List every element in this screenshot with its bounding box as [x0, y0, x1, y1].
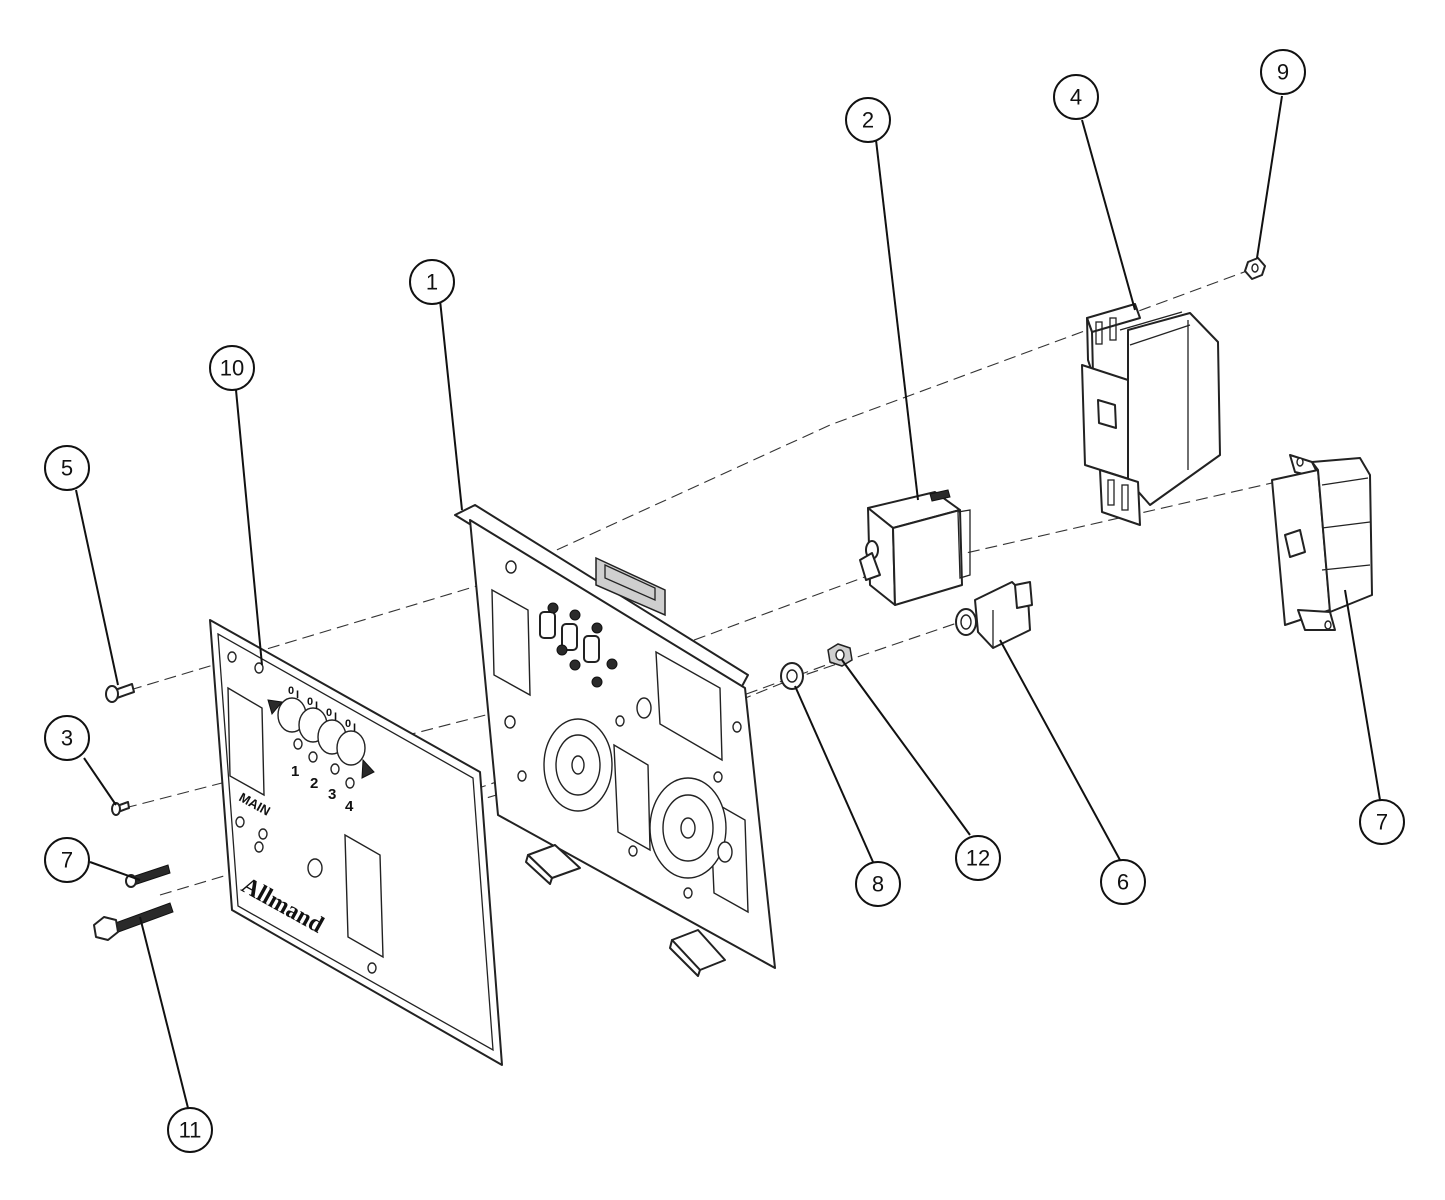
callout-4-label: 4 [1070, 85, 1082, 110]
callout-3-label: 3 [61, 726, 73, 751]
switch-on-label-2: I [315, 700, 318, 712]
knurled-nut-part-8 [780, 662, 804, 690]
callout-2: 2 [845, 97, 891, 143]
callout-7-left-label: 7 [61, 848, 73, 873]
panel-toggle-switches [539, 602, 618, 688]
switch-off-label-2: 0 [307, 696, 313, 708]
callout-5: 5 [44, 445, 90, 491]
callout-12: 12 [955, 835, 1001, 881]
callout-11: 11 [167, 1107, 213, 1153]
main-breaker-part-4 [1081, 303, 1221, 526]
nut-part-9 [1244, 257, 1266, 280]
switch-on-label-3: I [334, 711, 337, 723]
callout-4: 4 [1053, 74, 1099, 120]
callout-12-label: 12 [966, 846, 990, 871]
callout-2-label: 2 [862, 108, 874, 133]
breaker-number-1: 1 [291, 763, 299, 780]
callout-3: 3 [44, 715, 90, 761]
switch-off-label-1: 0 [288, 685, 294, 697]
callout-9-label: 9 [1277, 60, 1289, 85]
faceplate: 0 I 0 I 0 I 0 I 1 2 3 4 MAIN Allmand [209, 619, 503, 1066]
hex-nut-part-12 [827, 643, 853, 667]
gfci-receptacle-part-7 [1271, 454, 1373, 631]
screw-part-7-left [125, 864, 171, 888]
screw-part-3 [111, 801, 130, 816]
switch-on-label-4: I [353, 722, 356, 734]
callout-8-label: 8 [872, 872, 884, 897]
switch-off-label-4: 0 [345, 718, 351, 730]
callout-8: 8 [855, 861, 901, 907]
breaker-number-2: 2 [310, 775, 318, 792]
circuit-breaker-part-2 [859, 489, 971, 606]
switch-on-label-1: I [296, 689, 299, 701]
callout-1: 1 [409, 259, 455, 305]
breaker-number-4: 4 [345, 798, 354, 815]
callouts: 1 2 3 4 5 6 7 7 [44, 49, 1405, 1153]
mounting-panel [454, 504, 776, 977]
callout-9: 9 [1260, 49, 1306, 95]
callout-6-label: 6 [1117, 870, 1129, 895]
hex-bolt-part-11 [93, 902, 174, 941]
callout-5-label: 5 [61, 456, 73, 481]
callout-10: 10 [209, 345, 255, 391]
callout-7-left: 7 [44, 837, 90, 883]
callout-11-label: 11 [179, 1118, 202, 1143]
callout-10-label: 10 [220, 356, 244, 381]
screw-part-5 [105, 683, 135, 703]
switch-off-label-3: 0 [326, 707, 332, 719]
push-button-part-6 [955, 581, 1033, 649]
breaker-number-3: 3 [328, 786, 336, 803]
callout-1-label: 1 [426, 270, 438, 295]
leader-lines [75, 95, 1381, 1109]
callout-7-right: 7 [1359, 799, 1405, 845]
callout-6: 6 [1100, 859, 1146, 905]
callout-7-right-label: 7 [1376, 810, 1388, 835]
